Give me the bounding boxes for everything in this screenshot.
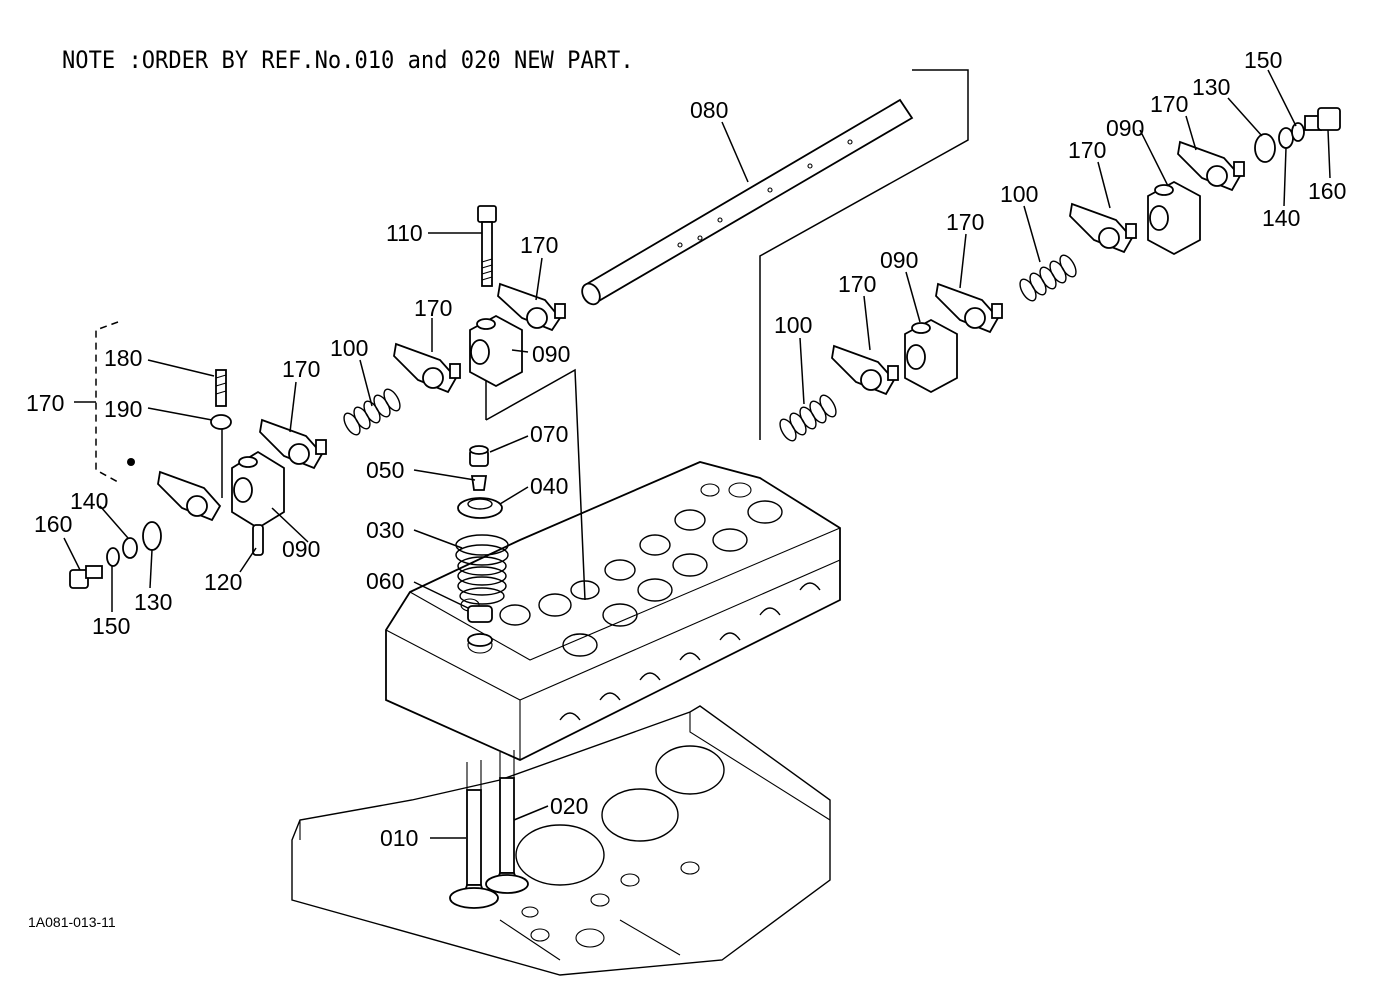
rocker-arm-170-6 xyxy=(935,282,1003,334)
collet-050 xyxy=(470,475,488,491)
valve-020 xyxy=(485,777,529,894)
label-140: 140 xyxy=(70,488,108,514)
washer-150a xyxy=(106,547,120,567)
label-090: 090 xyxy=(282,536,320,562)
washer-140a xyxy=(122,537,138,559)
adjust-screw-180 xyxy=(215,369,227,407)
label-170: 170 xyxy=(26,390,64,416)
leader-lines xyxy=(63,69,1331,839)
label-150: 150 xyxy=(1244,47,1282,73)
label-120: 120 xyxy=(204,569,242,595)
label-020: 020 xyxy=(550,793,588,819)
ball-dot xyxy=(127,458,135,466)
rocker-support-090b xyxy=(231,450,285,556)
label-050: 050 xyxy=(366,457,404,483)
rocker-arm-170-5 xyxy=(831,344,899,396)
rocker-arm-170-7 xyxy=(1069,202,1137,254)
spring-100b xyxy=(779,394,837,442)
rocker-arm-170-1 xyxy=(497,282,566,332)
washer-150b xyxy=(1291,122,1305,142)
label-170: 170 xyxy=(946,209,984,235)
cylinder-block xyxy=(291,705,831,976)
plug-130b xyxy=(1254,133,1276,163)
rocker-support-090a xyxy=(469,314,523,388)
label-070: 070 xyxy=(530,421,568,447)
label-110: 110 xyxy=(386,220,423,246)
valve-010 xyxy=(449,789,499,909)
label-090: 090 xyxy=(532,341,570,367)
lock-nut-190 xyxy=(210,414,232,430)
label-190: 190 xyxy=(104,396,142,422)
label-100: 100 xyxy=(330,335,368,361)
label-170: 170 xyxy=(520,232,558,258)
label-030: 030 xyxy=(366,517,404,543)
label-180: 180 xyxy=(104,345,142,371)
rocker-arm-170-8 xyxy=(1177,140,1245,192)
label-170: 170 xyxy=(1068,137,1106,163)
label-100: 100 xyxy=(774,312,812,338)
note-text: NOTE :ORDER BY REF.No.010 and 020 NEW PA… xyxy=(62,46,634,74)
label-040: 040 xyxy=(530,473,568,499)
label-170: 170 xyxy=(838,271,876,297)
label-100: 100 xyxy=(1000,181,1038,207)
label-160: 160 xyxy=(1308,178,1346,204)
rocker-arm-170-4 xyxy=(157,420,223,522)
rocker-support-090d xyxy=(1147,180,1201,256)
bolt-160b xyxy=(1304,107,1341,131)
label-090: 090 xyxy=(1106,115,1144,141)
rocker-arm-170-2 xyxy=(393,342,461,394)
label-130: 130 xyxy=(1192,74,1230,100)
document-id: 1A081-013-11 xyxy=(28,914,116,930)
label-170: 170 xyxy=(414,295,452,321)
valve-spring-030 xyxy=(455,534,509,605)
label-140: 140 xyxy=(1262,205,1300,231)
label-150: 150 xyxy=(92,613,130,639)
rocker-arm-170-3 xyxy=(259,418,327,470)
label-130: 130 xyxy=(134,589,172,615)
rocker-shaft-080 xyxy=(581,98,914,306)
label-170: 170 xyxy=(282,356,320,382)
plug-130a xyxy=(142,521,162,551)
part-labels: 080 110 170 170 170 170 180 190 100 090 … xyxy=(26,47,1346,851)
label-010: 010 xyxy=(380,825,418,851)
rocker-support-090c xyxy=(904,318,958,394)
cylinder-head xyxy=(385,461,841,761)
label-090: 090 xyxy=(880,247,918,273)
spring-100a xyxy=(343,388,401,436)
label-080: 080 xyxy=(690,97,728,123)
label-170: 170 xyxy=(1150,91,1188,117)
spring-retainer-040 xyxy=(457,497,503,519)
bolt-160a xyxy=(69,565,103,589)
bolt-110 xyxy=(477,205,497,287)
valve-cap-070 xyxy=(469,445,489,467)
label-160: 160 xyxy=(34,511,72,537)
valve-seal-060 xyxy=(467,605,493,647)
washer-140b xyxy=(1278,127,1294,149)
label-060: 060 xyxy=(366,568,404,594)
spring-100c xyxy=(1019,254,1077,302)
